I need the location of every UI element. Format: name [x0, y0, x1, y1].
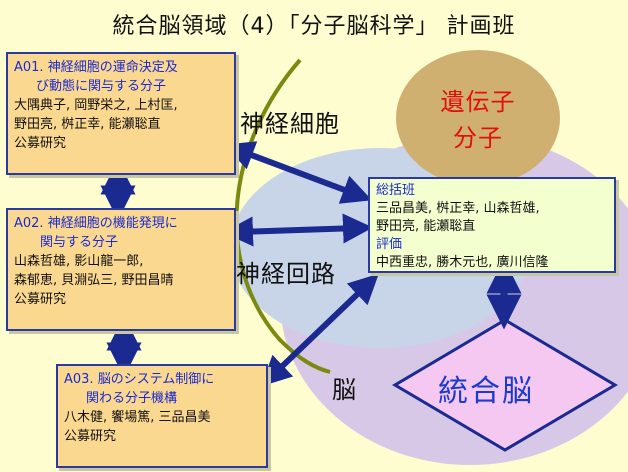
label-nerve-cell: 神経細胞 — [240, 110, 340, 138]
group-a03-heading-line2: 関わる分子機構 — [86, 391, 178, 406]
integrated-brain-diamond — [392, 318, 618, 452]
group-a02-members-line1: 山森哲雄, 影山龍一郎, — [14, 254, 144, 269]
label-gene: 遺伝子 — [440, 88, 516, 116]
group-a01-recruit: 公募研究 — [14, 136, 67, 151]
group-a01-members-line2: 野田亮, 桝正幸, 能瀬聡直 — [14, 117, 161, 132]
label-brain: 脳 — [332, 376, 357, 404]
evaluation-heading: 評価 — [376, 237, 403, 252]
label-neural-circuit: 神経回路 — [236, 260, 336, 288]
group-a03-members-line1: 八木健, 饗場篤, 三品昌美 — [64, 410, 211, 425]
arrow-a03-summary — [261, 273, 379, 387]
group-a01-heading-line2: び動態に関与する分子 — [36, 79, 167, 94]
label-molecule: 分子 — [453, 124, 503, 152]
page-title: 統合脳領域（4）「分子脳科学」 計画班 — [112, 14, 516, 39]
summary-members-line2: 野田亮, 能瀬聡直 — [376, 219, 476, 234]
group-a02-members-line2: 森郁恵, 貝淵弘三, 野田昌晴 — [14, 273, 174, 288]
gene-circle — [396, 50, 560, 186]
group-a03-recruit: 公募研究 — [64, 429, 117, 444]
evaluation-members: 中西重忠, 勝木元也, 廣川信隆 — [376, 255, 549, 270]
group-box-a03: A03. 脳のシステム制御に 関わる分子機構 八木健, 饗場篤, 三品昌美 公募… — [56, 364, 268, 468]
arrow-a01-summary — [223, 141, 373, 204]
group-a03-heading-line1: A03. 脳のシステム制御に — [64, 372, 215, 387]
group-a02-recruit: 公募研究 — [14, 292, 67, 307]
group-a01-heading-line1: A01. 神経細胞の運命決定及 — [14, 60, 178, 75]
group-a02-heading-line1: A02. 神経細胞の機能発現に — [14, 216, 178, 231]
arrow-a02-summary — [223, 213, 373, 247]
summary-box: 総括班 三品昌美, 桝正幸, 山森哲雄, 野田亮, 能瀬聡直 評価 中西重忠, … — [368, 177, 616, 273]
group-box-a02: A02. 神経細胞の機能発現に 関与する分子 山森哲雄, 影山龍一郎, 森郁恵,… — [6, 208, 236, 331]
label-integrated-brain: 統合脳 — [438, 374, 534, 409]
group-box-a01: A01. 神経細胞の運命決定及 び動態に関与する分子 大隅典子, 岡野栄之, 上… — [6, 52, 236, 175]
group-a01-members-line1: 大隅典子, 岡野栄之, 上村匡, — [14, 98, 178, 113]
summary-heading: 総括班 — [376, 183, 416, 198]
group-a02-heading-line2: 関与する分子 — [40, 235, 119, 250]
summary-members-line1: 三品昌美, 桝正幸, 山森哲雄, — [376, 201, 540, 216]
